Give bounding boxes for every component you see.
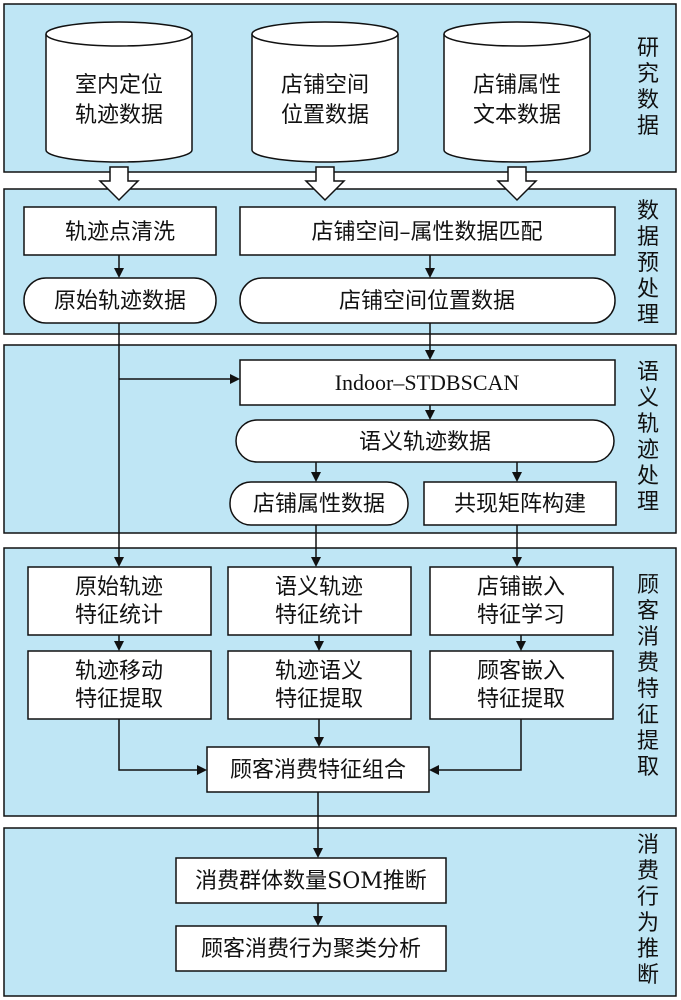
svg-text:文本数据: 文本数据 [473,103,561,128]
svg-text:特征统计: 特征统计 [275,603,363,628]
svg-text:研: 研 [637,36,659,61]
box-trajectory-movement: 轨迹移动 特征提取 [27,650,212,720]
svg-text:据: 据 [637,114,659,139]
svg-text:Indoor–STDBSCAN: Indoor–STDBSCAN [335,370,520,395]
side-label-research-data: 研 究 数 据 [637,36,659,139]
box-raw-trajectory: 原始轨迹数据 [23,277,217,324]
db-shop-attribute: 店铺属性 文本数据 [443,21,591,163]
svg-text:共现矩阵构建: 共现矩阵构建 [454,492,586,517]
svg-text:语义轨迹: 语义轨迹 [275,575,363,600]
svg-text:轨迹点清洗: 轨迹点清洗 [65,220,175,245]
box-cooccurrence-matrix: 共现矩阵构建 [423,481,617,526]
svg-text:顾客消费行为聚类分析: 顾客消费行为聚类分析 [201,937,421,962]
svg-text:消: 消 [637,625,659,650]
connectors [114,255,526,926]
svg-text:为: 为 [637,911,659,936]
svg-text:语义轨迹数据: 语义轨迹数据 [359,430,491,455]
svg-text:店铺嵌入: 店铺嵌入 [477,575,565,600]
svg-text:取: 取 [637,755,659,780]
svg-text:特征提取: 特征提取 [75,687,163,712]
box-feature-combination: 顾客消费特征组合 [206,746,430,793]
box-shop-position: 店铺空间位置数据 [239,277,616,324]
svg-text:特: 特 [637,677,659,702]
box-trajectory-semantic: 轨迹语义 特征提取 [227,650,412,720]
box-raw-trajectory-stats: 原始轨迹 特征统计 [27,566,212,636]
svg-text:理: 理 [637,303,659,328]
svg-text:客: 客 [637,599,659,624]
side-label-inference: 消 费 行 为 推 断 [637,833,659,988]
svg-text:推: 推 [637,937,659,962]
svg-text:特征统计: 特征统计 [75,603,163,628]
db-shop-spatial: 店铺空间 位置数据 [251,21,399,163]
svg-text:断: 断 [637,963,659,988]
svg-text:特征提取: 特征提取 [275,687,363,712]
db-indoor-trajectory: 室内定位 轨迹数据 [45,21,193,163]
svg-text:语: 语 [637,360,659,385]
svg-text:费: 费 [637,651,659,676]
box-customer-embedding: 顾客嵌入 特征提取 [429,650,614,720]
svg-text:原始轨迹: 原始轨迹 [75,575,163,600]
box-semantic-trajectory-stats: 语义轨迹 特征统计 [227,566,412,636]
box-trajectory-cleaning: 轨迹点清洗 [23,206,217,256]
svg-text:特征学习: 特征学习 [477,603,565,628]
svg-text:店铺空间: 店铺空间 [281,73,369,98]
svg-text:数: 数 [637,88,659,113]
svg-text:室内定位: 室内定位 [75,73,163,98]
svg-text:处: 处 [637,277,659,302]
box-shop-embedding: 店铺嵌入 特征学习 [429,566,614,636]
box-semantic-trajectory: 语义轨迹数据 [235,419,615,463]
side-label-preprocessing: 数 据 预 处 理 [637,199,659,328]
box-shop-attribute-data: 店铺属性数据 [229,481,409,526]
svg-text:处: 处 [637,464,659,489]
svg-text:店铺属性: 店铺属性 [473,73,561,98]
svg-text:预: 预 [637,251,659,276]
svg-text:轨迹语义: 轨迹语义 [275,659,363,684]
svg-text:位置数据: 位置数据 [281,103,369,128]
svg-text:店铺空间–属性数据匹配: 店铺空间–属性数据匹配 [311,220,542,245]
svg-text:义: 义 [637,386,659,411]
svg-text:消: 消 [637,833,659,858]
hollow-arrow-1 [98,166,140,202]
side-label-semantic: 语 义 轨 迹 处 理 [637,360,659,515]
svg-text:原始轨迹数据: 原始轨迹数据 [54,289,186,314]
svg-text:消费群体数量SOM推断: 消费群体数量SOM推断 [195,869,427,894]
svg-text:征: 征 [637,703,659,728]
svg-text:理: 理 [637,490,659,515]
svg-text:据: 据 [637,225,659,250]
box-clustering: 顾客消费行为聚类分析 [175,925,447,972]
svg-text:轨: 轨 [637,412,659,437]
box-som-inference: 消费群体数量SOM推断 [175,857,447,904]
svg-text:究: 究 [637,62,659,87]
svg-text:轨迹移动: 轨迹移动 [75,659,163,684]
svg-text:迹: 迹 [637,438,659,463]
svg-text:顾客嵌入: 顾客嵌入 [477,659,565,684]
box-indoor-stdbscan: Indoor–STDBSCAN [239,359,616,406]
svg-text:店铺属性数据: 店铺属性数据 [253,492,385,517]
svg-text:特征提取: 特征提取 [477,687,565,712]
svg-text:行: 行 [637,885,659,910]
side-label-features: 顾 客 消 费 特 征 提 取 [637,573,659,780]
hollow-arrow-3 [496,166,538,202]
svg-text:店铺空间位置数据: 店铺空间位置数据 [339,289,515,314]
hollow-arrow-2 [304,166,346,202]
svg-text:数: 数 [637,199,659,224]
svg-text:轨迹数据: 轨迹数据 [75,103,163,128]
box-shop-matching: 店铺空间–属性数据匹配 [239,206,616,256]
svg-text:顾客消费特征组合: 顾客消费特征组合 [230,758,406,783]
svg-text:顾: 顾 [637,573,659,598]
svg-text:费: 费 [637,859,659,884]
svg-text:提: 提 [637,729,659,754]
